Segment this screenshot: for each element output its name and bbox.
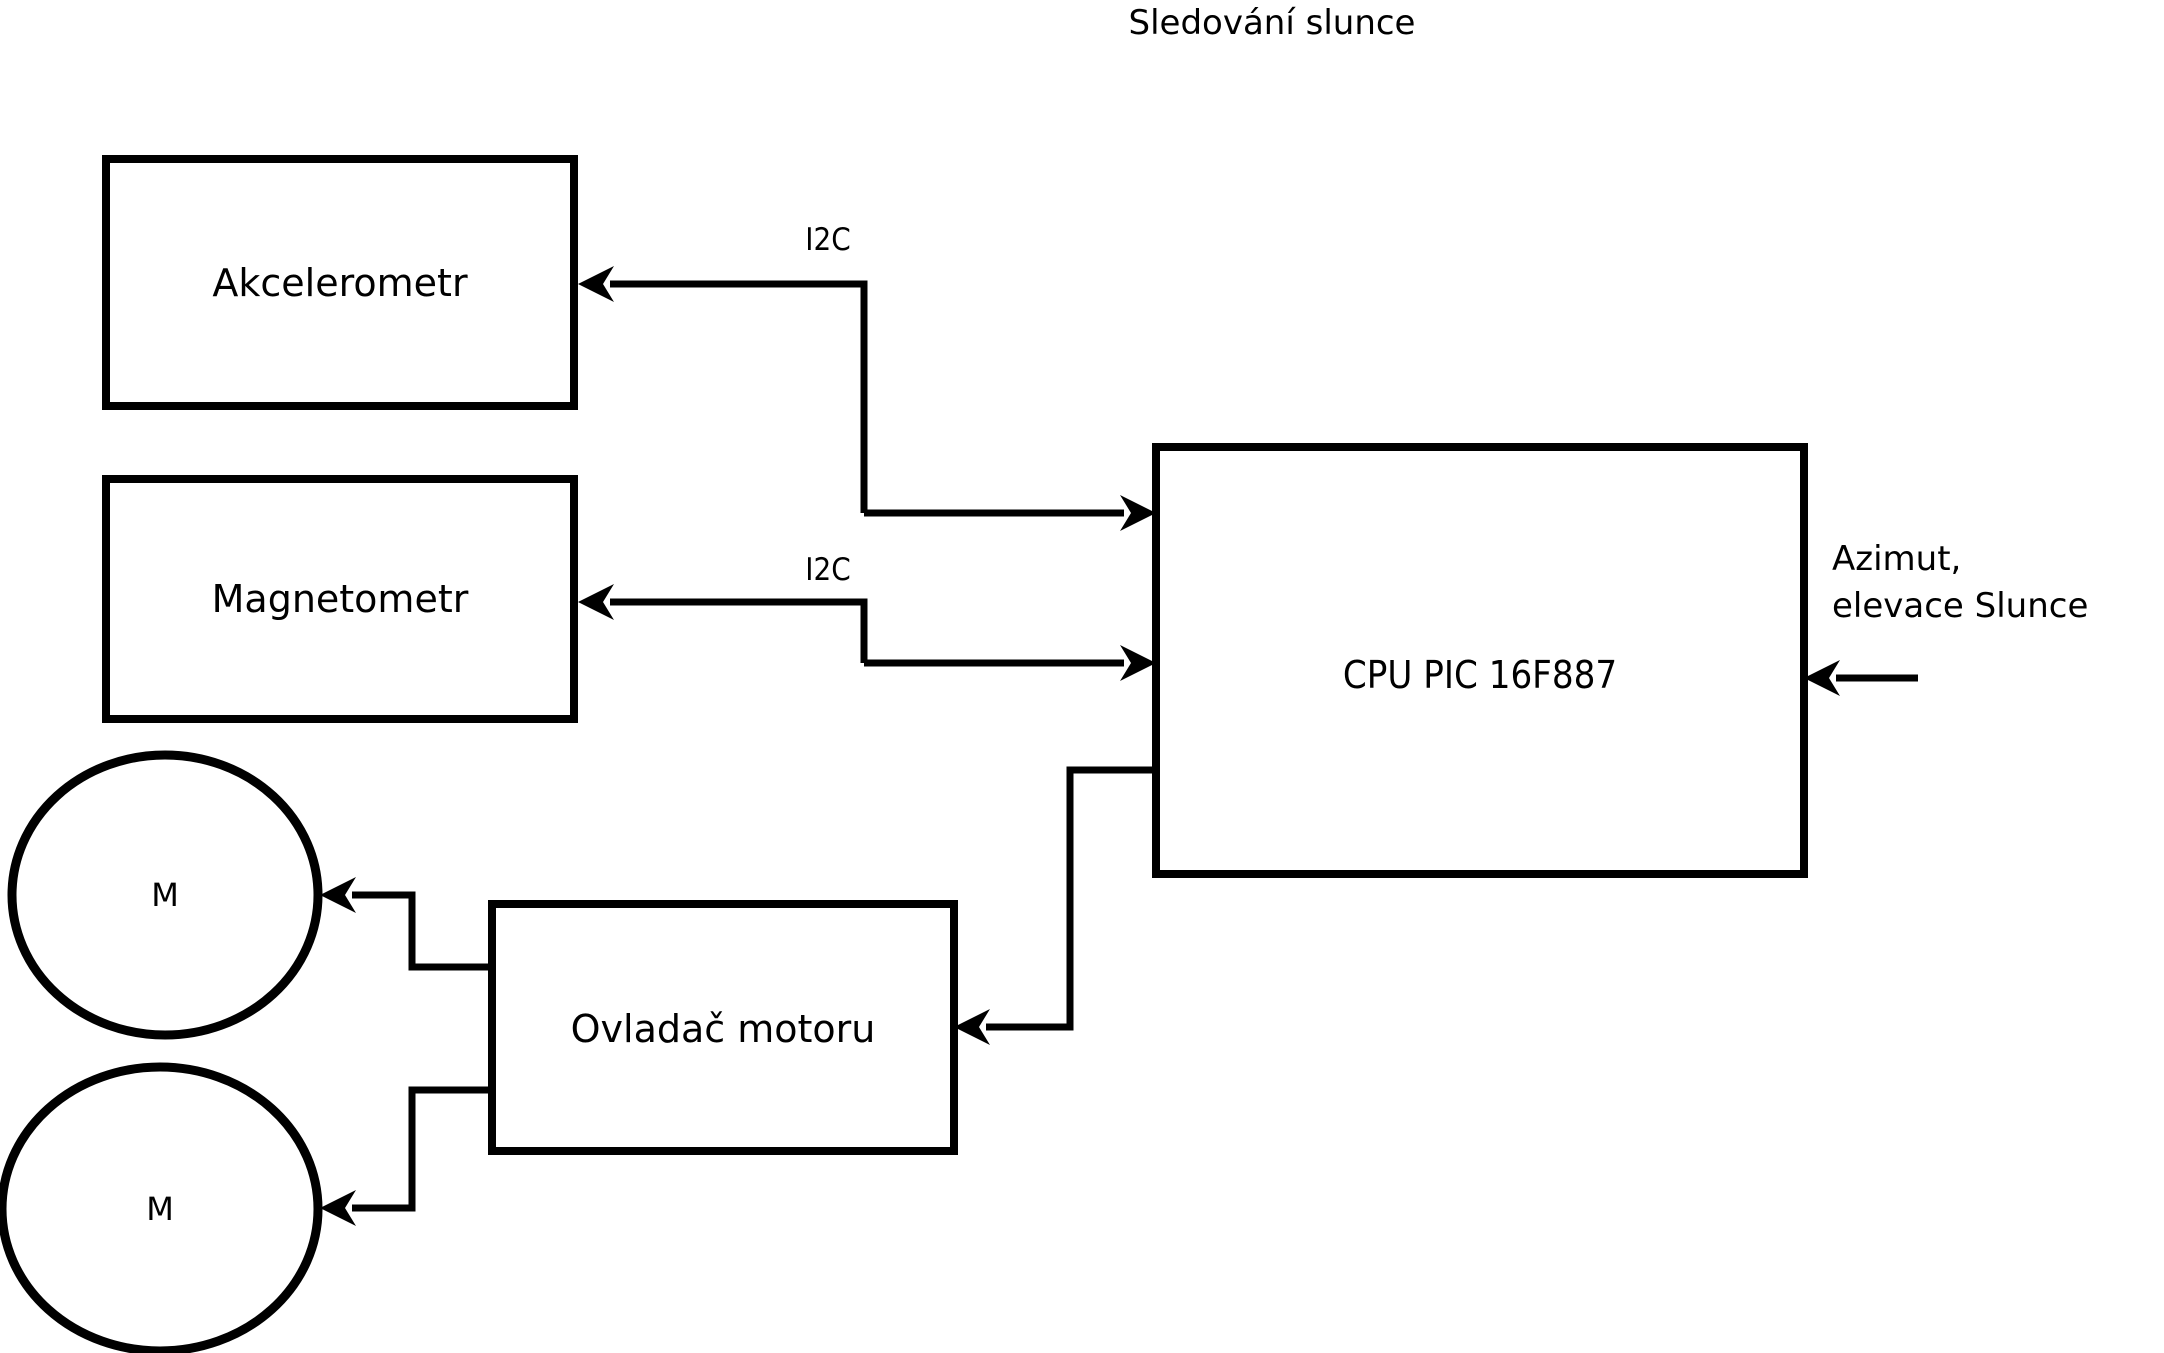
block-cpu-label: CPU PIC 16F887 <box>1343 653 1617 697</box>
block-motor-driver-label: Ovladač motoru <box>571 1007 876 1051</box>
diagram-title: Sledování slunce <box>1129 3 1416 43</box>
arrowhead-motor-driver-to-motor-bottom <box>320 1190 356 1226</box>
bus-label-accelerometer: I2C <box>805 222 850 258</box>
arrowhead-to-magnetometer <box>578 584 614 620</box>
arrowhead-motor-driver-to-motor-top <box>320 877 356 913</box>
arrowhead-cpu-to-motor-driver <box>954 1009 990 1045</box>
sun-input-label-line2: elevace Slunce <box>1832 586 2088 626</box>
arrowhead-to-accelerometer <box>578 266 614 302</box>
wire-motor-driver-to-motor-bottom <box>352 1086 492 1212</box>
block-magnetometer-label: Magnetometr <box>212 577 469 621</box>
motor-bottom-label: M <box>146 1190 174 1228</box>
block-cpu[interactable] <box>1152 443 1808 878</box>
motor-top[interactable] <box>7 750 323 1040</box>
block-accelerometer[interactable] <box>102 155 578 410</box>
wire-motor-driver-to-motor-top <box>352 891 492 971</box>
block-motor-driver[interactable] <box>488 900 958 1155</box>
sun-input-label-line1: Azimut, <box>1832 539 1961 579</box>
motor-top-label: M <box>151 876 179 914</box>
wire-cpu-to-accelerometer <box>610 280 868 513</box>
block-accelerometer-label: Akcelerometr <box>212 261 468 305</box>
wire-cpu-to-motor-driver <box>986 766 1156 1031</box>
wire-cpu-to-magnetometer <box>610 598 868 663</box>
arrowhead-magnetometer-to-cpu <box>1120 645 1156 681</box>
motor-bottom[interactable] <box>0 1062 323 1353</box>
arrowhead-accelerometer-to-cpu <box>1120 495 1156 531</box>
block-magnetometer[interactable] <box>102 475 578 723</box>
bus-label-magnetometer: I2C <box>805 552 850 588</box>
arrowhead-sun-input-to-cpu <box>1804 660 1840 696</box>
